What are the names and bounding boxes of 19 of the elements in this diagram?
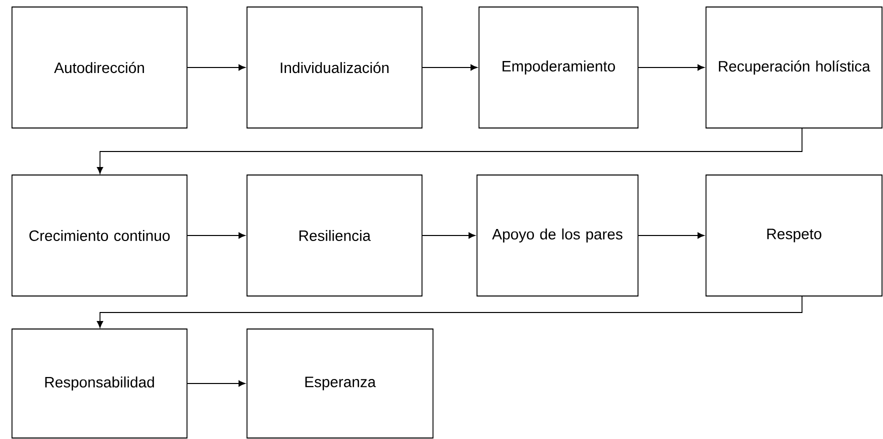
arrow [96, 296, 802, 328]
process-box: Individualización [246, 6, 422, 128]
process-box: Autodirección [12, 6, 188, 128]
process-box: Esperanza [246, 328, 434, 438]
process-box: Respeto [706, 174, 882, 296]
process-box: Recuperación holística [706, 6, 882, 128]
process-box: Crecimiento continuo [12, 174, 188, 296]
arrow [422, 232, 476, 239]
process-box: Resiliencia [246, 174, 422, 296]
process-box: Empoderamiento [478, 6, 638, 128]
arrow [96, 128, 802, 174]
arrow [638, 232, 704, 239]
arrow [638, 64, 704, 71]
arrow [187, 380, 246, 387]
arrow [187, 232, 246, 239]
arrow [422, 64, 478, 71]
arrow [187, 64, 246, 71]
process-box: Responsabilidad [12, 328, 188, 438]
process-box: Apoyo de los pares [476, 174, 638, 296]
